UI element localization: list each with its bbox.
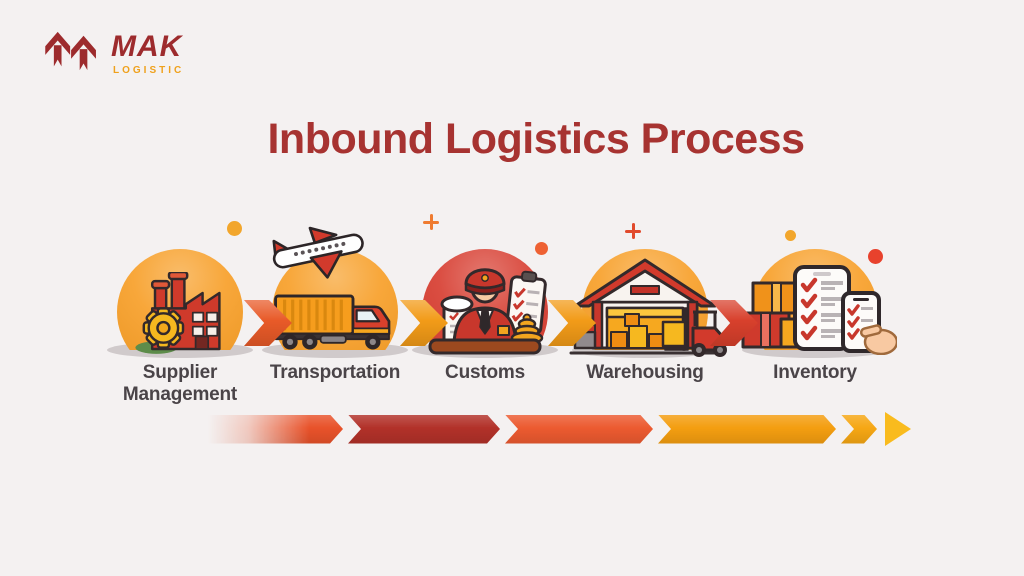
- truck-icon: [274, 294, 391, 350]
- logo-subtitle-text: LOGISTIC: [113, 65, 185, 76]
- step-warehousing: Warehousing: [560, 248, 730, 428]
- step-customs: Customs: [400, 248, 570, 428]
- airplane-icon: [272, 226, 364, 279]
- decor-plus: [423, 214, 439, 230]
- step-label: Supplier Management: [122, 362, 238, 406]
- step-supplier-management: Supplier Management: [95, 248, 265, 428]
- decor-dot: [785, 230, 796, 241]
- progress-arrow: [208, 412, 911, 446]
- step-transportation: Transportation: [250, 226, 420, 428]
- decor-dot: [868, 249, 883, 264]
- step-label: Customs: [445, 362, 525, 383]
- progress-segment: [348, 415, 500, 444]
- progress-segment: [208, 415, 343, 444]
- decor-plus: [625, 223, 641, 239]
- progress-segment: [658, 415, 836, 444]
- step-label: Warehousing: [586, 362, 704, 383]
- customs-officer-icon: [428, 268, 547, 355]
- logo-brand-text: MAK: [111, 30, 183, 63]
- step-label: Transportation: [269, 362, 401, 383]
- decor-dot: [227, 221, 242, 236]
- progress-arrowhead-icon: [885, 412, 911, 446]
- page-title: Inbound Logistics Process: [267, 114, 805, 163]
- inventory-checklist-icon: [741, 265, 897, 355]
- progress-segment: [505, 415, 653, 444]
- warehouse-forklift-icon: [569, 258, 727, 357]
- step-inventory: Inventory: [730, 248, 900, 428]
- progress-segment: [841, 415, 877, 444]
- step-label: Inventory: [773, 362, 857, 383]
- factory-gear-icon: [135, 272, 221, 354]
- logo-arrows-icon: [45, 31, 96, 71]
- brand-logo: MAK LOGISTIC: [44, 30, 184, 76]
- decor-dot: [535, 242, 548, 255]
